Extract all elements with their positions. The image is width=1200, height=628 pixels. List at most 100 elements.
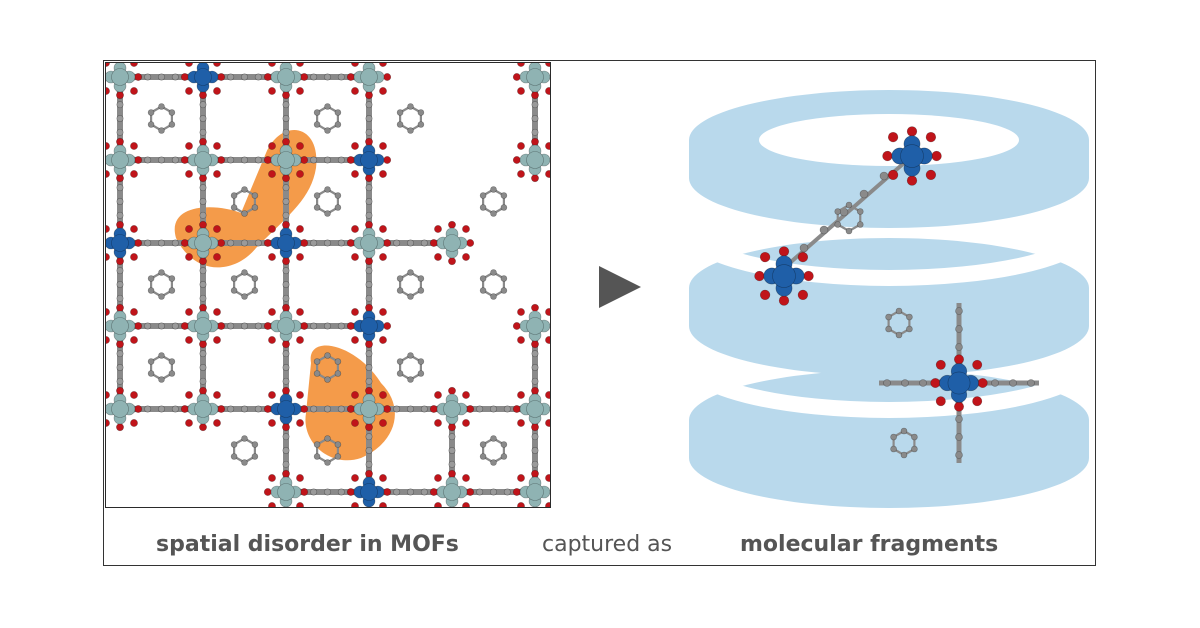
oxygen-atom (116, 91, 124, 100)
oxygen-atom (213, 142, 221, 150)
oxygen-atom (134, 73, 143, 81)
oxygen-atom (434, 502, 442, 507)
oxygen-atom (351, 391, 359, 399)
carbon-atom (531, 128, 539, 136)
oxygen-atom (365, 257, 373, 266)
carbon-atom (407, 352, 414, 359)
oxygen-atom (797, 289, 809, 301)
carbon-atom (116, 294, 124, 302)
carbon-atom (282, 363, 290, 371)
carbon-atom (324, 156, 332, 164)
oxygen-atom (379, 63, 387, 67)
carbon-atom (116, 267, 124, 275)
oxygen-atom (379, 336, 387, 344)
metal-center-atom (194, 317, 212, 335)
oxygen-atom (268, 170, 276, 178)
carbon-atom (531, 433, 539, 441)
oxygen-atom (365, 137, 373, 146)
oxygen-atom (300, 488, 309, 496)
oxygen-atom (977, 378, 988, 388)
carbon-atom (282, 101, 290, 109)
metal-center-atom (360, 317, 378, 335)
metal-center-atom (443, 234, 461, 252)
oxygen-atom (351, 142, 359, 150)
carbon-atom (199, 128, 207, 136)
oxygen-atom (116, 423, 124, 432)
oxygen-atom (545, 336, 550, 344)
oxygen-atom (930, 378, 941, 388)
carbon-atom (420, 405, 428, 413)
oxygen-atom (448, 220, 456, 229)
metal-center-atom (772, 264, 796, 288)
oxygen-atom (282, 257, 290, 266)
carbon-atom (254, 405, 262, 413)
oxygen-atom (263, 156, 272, 164)
oxygen-atom (217, 405, 226, 413)
carbon-atom (282, 281, 290, 289)
oxygen-atom (351, 474, 359, 482)
oxygen-atom (296, 225, 304, 233)
oxygen-atom (379, 253, 387, 261)
metal-center-atom (526, 151, 544, 169)
carbon-atom (393, 488, 401, 496)
carbon-atom (324, 459, 331, 466)
carbon-atom (417, 275, 425, 282)
carbon-atom (885, 325, 892, 333)
metal-center-atom (277, 483, 295, 501)
oxygen-atom (116, 220, 124, 229)
caption-right: molecular fragments (740, 532, 999, 557)
oxygen-atom (434, 391, 442, 399)
oxygen-atom (217, 156, 226, 164)
oxygen-atom (545, 308, 550, 316)
metal-center-atom (194, 68, 212, 86)
carbon-atom (116, 198, 124, 206)
carbon-atom (906, 325, 913, 333)
oxygen-atom (296, 87, 304, 95)
carbon-atom (334, 453, 342, 460)
carbon-atom (406, 239, 414, 247)
oxygen-atom (531, 174, 539, 183)
carbon-atom (313, 358, 321, 365)
carbon-atom (168, 109, 176, 116)
carbon-atom (490, 269, 497, 276)
carbon-atom (251, 192, 259, 199)
carbon-atom (334, 441, 342, 448)
oxygen-atom (517, 142, 525, 150)
carbon-atom (158, 376, 165, 383)
oxygen-atom (199, 220, 207, 229)
oxygen-atom (954, 401, 964, 412)
carbon-atom (396, 109, 404, 116)
carbon-atom (241, 210, 248, 217)
carbon-atom (310, 488, 318, 496)
carbon-atom (227, 322, 235, 330)
oxygen-atom (379, 170, 387, 178)
carbon-atom (168, 287, 176, 294)
oxygen-atom (351, 87, 359, 95)
carbon-atom (407, 269, 414, 276)
oxygen-atom (365, 469, 373, 478)
carbon-atom (310, 73, 318, 81)
carbon-atom (168, 370, 176, 377)
carbon-atom (157, 239, 165, 247)
carbon-atom (911, 433, 918, 441)
carbon-atom (144, 73, 152, 81)
oxygen-atom (517, 336, 525, 344)
oxygen-atom (531, 469, 539, 478)
carbon-atom (324, 405, 332, 413)
oxygen-atom (268, 419, 276, 427)
metal-center-atom (947, 371, 971, 395)
metal-center-atom (360, 68, 378, 86)
carbon-atom (406, 488, 414, 496)
oxygen-atom (365, 340, 373, 349)
oxygen-atom (759, 251, 771, 263)
oxygen-atom (778, 295, 790, 306)
oxygen-atom (351, 336, 359, 344)
carbon-atom (417, 109, 425, 116)
carbon-atom (230, 192, 238, 199)
carbon-atom (116, 377, 124, 385)
carbon-atom (365, 460, 373, 468)
oxygen-atom (379, 474, 387, 482)
oxygen-atom (185, 391, 193, 399)
carbon-atom (116, 350, 124, 358)
oxygen-atom (462, 253, 470, 261)
